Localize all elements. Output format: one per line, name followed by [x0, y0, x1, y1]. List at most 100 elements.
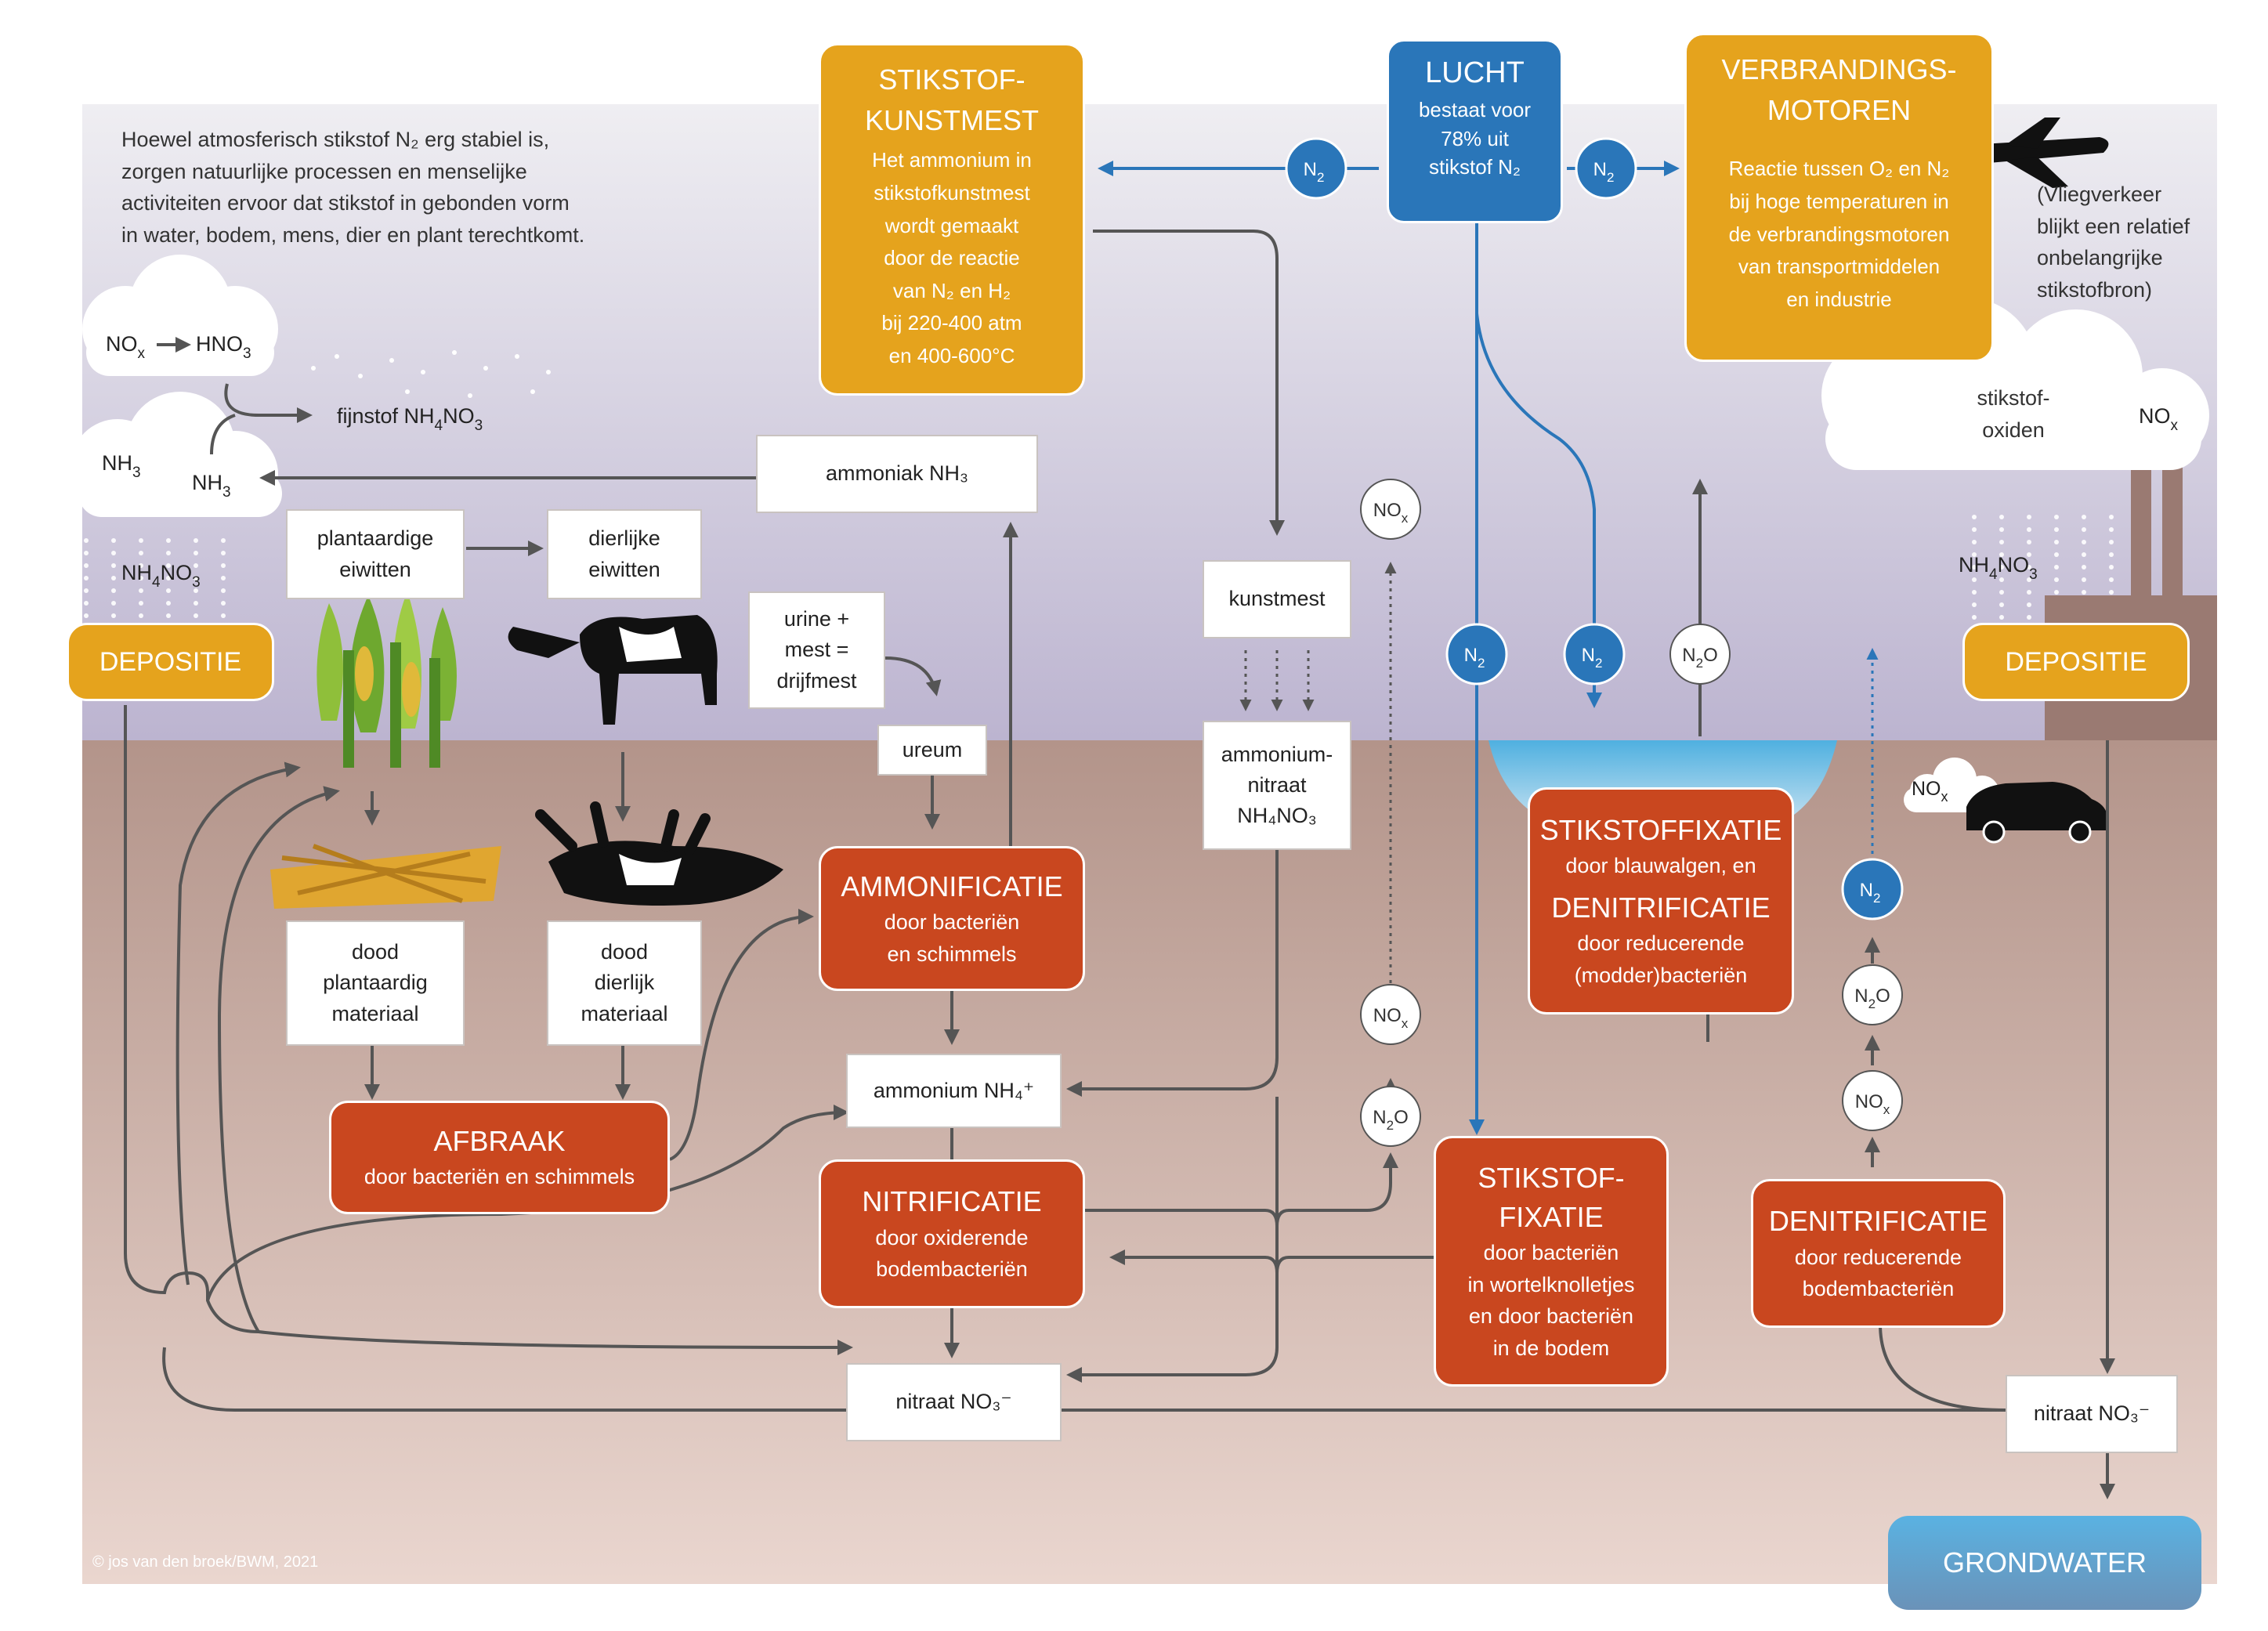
svg-text:NOx: NOx: [106, 332, 146, 362]
nitrificatie-title: NITRIFICATIE: [862, 1185, 1042, 1218]
denitrificatie-box: DENITRIFICATIE door reducerende bodembac…: [1751, 1179, 2006, 1328]
motoren-body: Reactie tussen O₂ en N₂ bij hoge tempera…: [1728, 157, 1950, 311]
circle-labels: N2 N2 N2 N2 N2 N2O NOx NOx N2O N2O NOx: [1304, 159, 1890, 1133]
badge-n2: N: [1582, 645, 1595, 666]
svg-text:HNO3: HNO3: [196, 332, 251, 362]
ureum-box: ureum: [877, 725, 987, 776]
svg-text:NOx: NOx: [1373, 1005, 1409, 1031]
svg-text:NH3: NH3: [192, 471, 231, 501]
ammonificatie-body: door bacteriën en schimmels: [884, 910, 1020, 966]
car-icon: [1966, 782, 2107, 844]
svg-text:N2: N2: [1304, 159, 1325, 185]
car-nox-label: NO: [1912, 778, 1941, 800]
depositie-left: DEPOSITIE: [67, 623, 274, 701]
svg-text:fijnstof NH4NO3: fijnstof NH4NO3: [337, 404, 483, 434]
kunstmest-box: STIKSTOF- KUNSTMEST Het ammonium in stik…: [819, 43, 1085, 396]
cloud-icon: [71, 255, 2209, 812]
vliegverkeer-note: (Vliegverkeer blijkt een relatief onbela…: [2037, 183, 2190, 302]
fijnstof-label: fijnstof NH: [337, 404, 435, 428]
afbraak-box: AFBRAAK door bacteriën en schimmels: [329, 1101, 670, 1214]
badge-n2o: N: [1682, 645, 1695, 666]
ammoniak-box: ammoniak NH₃: [756, 435, 1038, 513]
svg-text:NH4NO3: NH4NO3: [121, 561, 201, 591]
svg-text:N2O: N2O: [1682, 645, 1717, 671]
drijfmest-box: urine + mest = drijfmest: [748, 591, 885, 709]
credit-text: © jos van den broek/BWM, 2021: [92, 1553, 318, 1571]
cloud-text: NOx HNO3 fijnstof NH4NO3 NH3 NH3 NH4NO3 …: [102, 332, 2179, 805]
dood-plantaardig-box: dood plantaardig materiaal: [286, 920, 465, 1046]
nitrificatie-box: NITRIFICATIE door oxiderende bodembacter…: [819, 1159, 1085, 1308]
dood-dierlijk-box: dood dierlijk materiaal: [547, 920, 702, 1046]
badge-nox: NO: [1373, 1005, 1402, 1026]
denitrificatie-water-title: DENITRIFICATIE: [1551, 891, 1771, 924]
fixatie-soil-body: door bacteriën in wortelknolletjes en do…: [1467, 1241, 1635, 1360]
nh3-label: NH: [102, 451, 132, 475]
ammoniumnitraat-box: ammonium- nitraat NH₄NO₃: [1203, 721, 1351, 850]
fixatie-water-title: STIKSTOFFIXATIE: [1539, 813, 1782, 846]
badge-nox: NO: [1855, 1091, 1883, 1112]
kunstmest-title: STIKSTOF- KUNSTMEST: [864, 63, 1039, 137]
fine-dust-dots: [311, 350, 551, 398]
intro-text: Hoewel atmosferisch stikstof N₂ erg stab…: [121, 128, 585, 247]
svg-text:NOx: NOx: [1912, 778, 1948, 805]
stikstofoxiden-label: stikstof- oxiden: [1977, 386, 2050, 442]
ammonificatie-title: AMMONIFICATIE: [841, 870, 1063, 902]
nox-label: NO: [106, 332, 138, 356]
cycle-arrows: [124, 230, 2115, 1499]
afbraak-title: AFBRAAK: [433, 1125, 566, 1158]
denitrificatie-water-body: door reducerende (modder)bacteriën: [1574, 931, 1748, 987]
svg-text:N2O: N2O: [1373, 1107, 1408, 1133]
badge-n2o: N: [1373, 1107, 1386, 1128]
lucht-body: bestaat voor 78% uit stikstof N₂: [1418, 98, 1532, 179]
straw-icon: [270, 844, 501, 909]
denitrificatie-body: door reducerende bodembacteriën: [1794, 1245, 1962, 1301]
nh3-label: NH: [192, 471, 222, 494]
badge-n2: N: [1860, 880, 1873, 901]
ammonificatie-box: AMMONIFICATIE door bacteriën en schimmel…: [819, 846, 1085, 991]
fixatie-soil-title: STIKSTOF- FIXATIE: [1478, 1161, 1625, 1233]
lucht-box: LUCHT bestaat voor 78% uit stikstof N₂: [1387, 39, 1563, 223]
rain-dots: [0, 0, 2169, 681]
kunstmest-body: Het ammonium in stikstofkunstmest wordt …: [872, 148, 1032, 367]
afbraak-body: door bacteriën en schimmels: [364, 1165, 635, 1189]
nh4no3-label: NH: [121, 561, 152, 584]
svg-text:N2O: N2O: [1854, 985, 1890, 1011]
dierlijke-eiwitten-box: dierlijke eiwitten: [547, 509, 702, 599]
fixatie-water-body: door blauwalgen, en: [1565, 854, 1756, 878]
grondwater-box: GRONDWATER: [1888, 1516, 2201, 1610]
nitraat-right-box: nitraat NO₃⁻: [2006, 1375, 2178, 1453]
svg-text:NH3: NH3: [102, 451, 141, 481]
kunstmest-label-box: kunstmest: [1203, 560, 1351, 638]
badge-n2o: N: [1854, 985, 1868, 1007]
svg-text:NOx: NOx: [1373, 500, 1409, 526]
svg-text:N2: N2: [1860, 880, 1881, 906]
stikstoffixatie-water-box: STIKSTOFFIXATIE door blauwalgen, en DENI…: [1528, 787, 1794, 1014]
circle-badges: [1285, 137, 1904, 1147]
hno3-label: HNO: [196, 332, 243, 356]
nox-right-label: NO: [2139, 404, 2171, 428]
badge-n2: N: [1304, 159, 1317, 180]
nitraat-mid-box: nitraat NO₃⁻: [846, 1363, 1062, 1441]
nh4no3-right-label: NH: [1959, 553, 1989, 577]
denitrificatie-title: DENITRIFICATIE: [1768, 1205, 1988, 1238]
svg-text:NH4NO3: NH4NO3: [1959, 553, 2038, 583]
badge-nox: NO: [1373, 500, 1402, 521]
ammonium-box: ammonium NH₄⁺: [846, 1054, 1062, 1128]
svg-text:N2: N2: [1464, 645, 1485, 671]
svg-text:N2: N2: [1593, 159, 1615, 185]
nitrificatie-body: door oxiderende bodembacteriën: [875, 1225, 1029, 1282]
stikstoffixatie-soil-box: STIKSTOF- FIXATIE door bacteriën in wort…: [1434, 1136, 1669, 1387]
dotted-arrows: [1239, 562, 1397, 991]
svg-text:NOx: NOx: [2139, 404, 2179, 434]
dead-cow-icon: [535, 801, 783, 906]
depositie-right: DEPOSITIE: [1962, 623, 2190, 701]
motoren-title: VERBRANDINGS- MOTOREN: [1721, 53, 1957, 127]
svg-text:N2: N2: [1582, 645, 1603, 671]
motoren-box: VERBRANDINGS- MOTOREN Reactie tussen O₂ …: [1684, 33, 1994, 362]
svg-text:NOx: NOx: [1855, 1091, 1890, 1117]
badge-n2: N: [1464, 645, 1478, 666]
lucht-title: LUCHT: [1425, 56, 1525, 89]
corn-plant-icon: [317, 591, 457, 768]
badge-n2: N: [1593, 159, 1607, 180]
